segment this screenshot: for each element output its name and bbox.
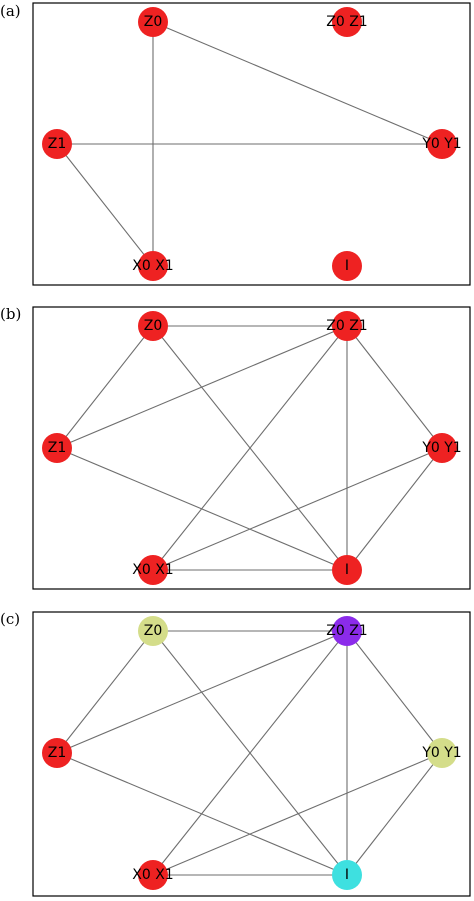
- node-i: [332, 860, 362, 890]
- node-label-z0: Z0: [144, 14, 163, 30]
- node-z0z1: [332, 311, 362, 341]
- node-z1: [42, 129, 72, 159]
- node-label-y0y1: Y0 Y1: [421, 745, 461, 761]
- edge-y0y1-i: [346, 752, 443, 876]
- node-y0y1: [427, 129, 457, 159]
- node-y0y1: [427, 433, 457, 463]
- graph-panel-c: Z0 Z0 Z1 Z1 Y0 Y1 X0 X1 I: [32, 611, 471, 897]
- panel-label-b: (b): [0, 305, 22, 323]
- edge-z0z1-x0x1: [152, 325, 348, 571]
- edge-z1-x0x1: [56, 143, 154, 267]
- edge-y0y1-i: [346, 447, 443, 571]
- node-label-y0y1: Y0 Y1: [421, 440, 461, 456]
- node-z0: [138, 311, 168, 341]
- edge-z0z1-x0x1: [152, 630, 348, 876]
- node-label-z0z1: Z0 Z1: [326, 14, 367, 30]
- panel-label-a: (a): [0, 2, 21, 20]
- node-label-x0x1: X0 X1: [132, 258, 173, 274]
- panel-label-c: (c): [0, 610, 21, 628]
- node-z0: [138, 616, 168, 646]
- node-label-z1: Z1: [48, 440, 67, 456]
- edge-z0-y0y1: [152, 21, 443, 145]
- node-x0x1: [138, 251, 168, 281]
- node-z0: [138, 7, 168, 37]
- node-label-x0x1: X0 X1: [132, 867, 173, 883]
- edge-z1-z0z1: [56, 325, 348, 449]
- node-z0z1: [332, 616, 362, 646]
- panel-frame: [32, 611, 471, 897]
- node-label-z0: Z0: [144, 623, 163, 639]
- node-label-x0x1: X0 X1: [132, 562, 173, 578]
- graph-panel-b: Z0 Z0 Z1 Z1 Y0 Y1 X0 X1 I: [32, 306, 471, 590]
- node-label-i: I: [345, 258, 349, 274]
- edge-z0z1-y0y1: [346, 325, 443, 449]
- node-i: [332, 251, 362, 281]
- node-label-i: I: [345, 867, 349, 883]
- node-y0y1: [427, 738, 457, 768]
- node-x0x1: [138, 860, 168, 890]
- panel-frame: [32, 2, 471, 286]
- node-x0x1: [138, 555, 168, 585]
- edge-z0-z1: [56, 325, 154, 449]
- node-label-z0z1: Z0 Z1: [326, 318, 367, 334]
- node-label-i: I: [345, 562, 349, 578]
- edge-z0-z1: [56, 630, 154, 754]
- edge-z0z1-y0y1: [346, 630, 443, 754]
- node-label-z0z1: Z0 Z1: [326, 623, 367, 639]
- panel-frame: [32, 306, 471, 590]
- edge-y0y1-x0x1: [152, 752, 443, 876]
- node-z1: [42, 738, 72, 768]
- node-label-z1: Z1: [48, 745, 67, 761]
- node-label-z1: Z1: [48, 136, 67, 152]
- edge-y0y1-x0x1: [152, 447, 443, 571]
- node-label-z0: Z0: [144, 318, 163, 334]
- edge-z1-z0z1: [56, 630, 348, 754]
- node-i: [332, 555, 362, 585]
- node-z1: [42, 433, 72, 463]
- graph-panel-a: Z0 Z0 Z1 Z1 Y0 Y1 X0 X1 I: [32, 2, 471, 286]
- node-label-y0y1: Y0 Y1: [421, 136, 461, 152]
- node-z0z1: [332, 7, 362, 37]
